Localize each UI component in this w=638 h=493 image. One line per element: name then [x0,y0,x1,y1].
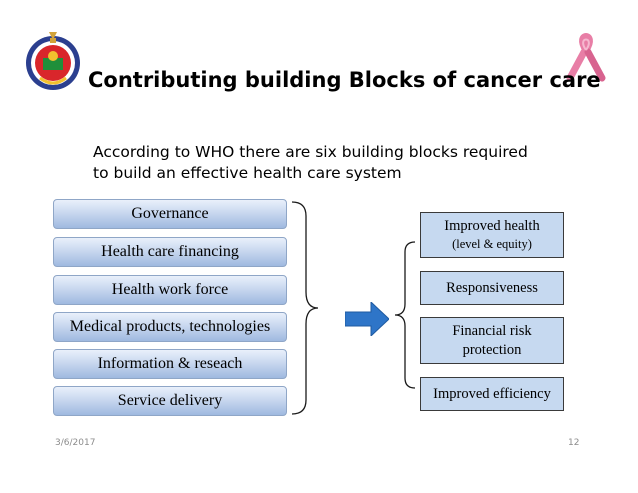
block-information-research: Information & reseach [53,349,287,379]
block-health-care-financing: Health care financing [53,237,287,267]
outcome-financial-risk-line2: protection [462,341,522,358]
ministry-of-health-logo [22,30,84,92]
intro-text: According to WHO there are six building … [93,142,553,184]
outcome-improved-health-line1: Improved health [444,218,540,234]
intro-line-2: to build an effective health care system [93,164,402,182]
block-service-delivery: Service delivery [53,386,287,416]
right-brace [393,240,417,390]
arrow-icon [344,300,390,338]
outcome-financial-risk-protection: Financial risk protection [420,317,564,364]
outcome-improved-health-line2: (level & equity) [452,237,532,251]
slide-title: Contributing building Blocks of cancer c… [88,68,601,92]
footer-page-number: 12 [568,438,580,448]
block-medical-products: Medical products, technologies [53,312,287,342]
outcome-responsiveness: Responsiveness [420,271,564,305]
outcome-improved-health: Improved health (level & equity) [420,212,564,258]
block-governance: Governance [53,199,287,229]
intro-line-1: According to WHO there are six building … [93,143,528,161]
block-health-work-force: Health work force [53,275,287,305]
outcome-financial-risk-line1: Financial risk [452,322,532,339]
pink-ribbon-icon [562,30,610,82]
footer-date: 3/6/2017 [55,438,96,448]
outcome-improved-efficiency: Improved efficiency [420,377,564,411]
left-brace [290,200,320,416]
